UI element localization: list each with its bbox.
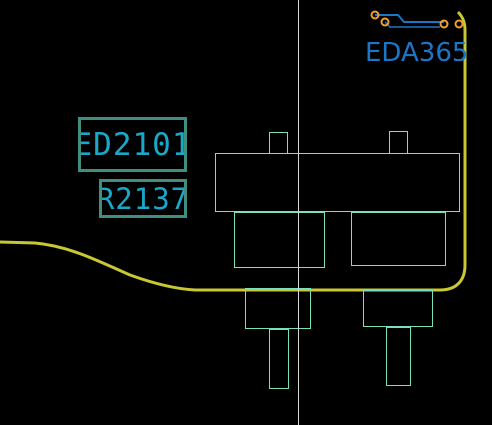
pad-top-left[interactable] <box>269 132 288 154</box>
copper-trace[interactable] <box>0 10 467 292</box>
pad-low-left[interactable] <box>245 288 311 329</box>
refdes-label-r2137[interactable]: R2137 <box>99 179 187 218</box>
refdes-text: ED2101 <box>78 126 187 163</box>
refdes-text: R2137 <box>99 181 187 216</box>
pad-low-right[interactable] <box>363 290 433 327</box>
crosshair-vertical-line <box>298 0 299 425</box>
logo-circuit-icon <box>370 10 464 29</box>
pad-mid-left[interactable] <box>234 212 325 268</box>
refdes-label-ed2101[interactable]: ED2101 <box>78 117 187 172</box>
pin-bottom-left[interactable] <box>269 329 289 389</box>
eda365-logo-text: EDA365 <box>365 38 469 68</box>
pad-mid-right[interactable] <box>351 212 446 266</box>
pin-bottom-right[interactable] <box>386 327 411 386</box>
pad-top-right[interactable] <box>389 131 408 154</box>
component-body-outline[interactable] <box>215 153 460 212</box>
